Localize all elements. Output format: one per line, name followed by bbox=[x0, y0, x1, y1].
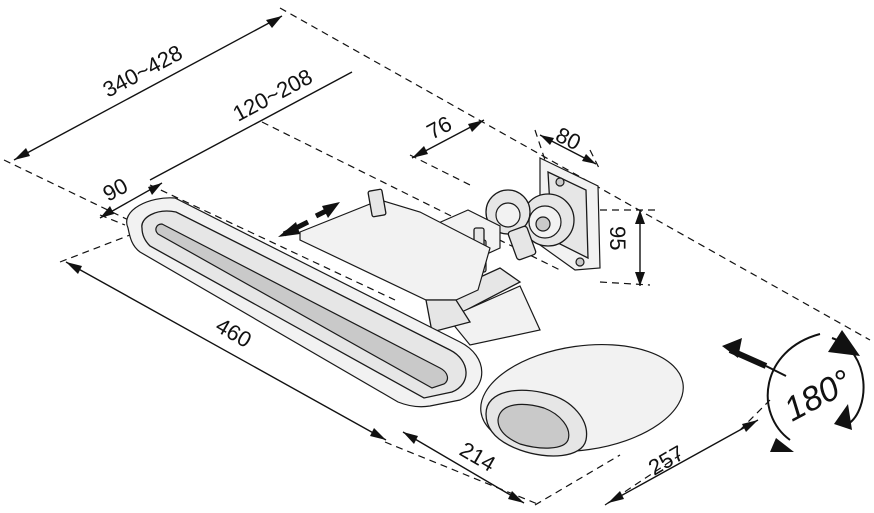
tray-slide-arrows-icon bbox=[278, 202, 340, 237]
dimension-lines bbox=[13, 15, 759, 504]
label-bracket-width: 80 bbox=[552, 122, 585, 155]
label-mouse-pad-depth: 214 bbox=[456, 437, 500, 477]
wrist-rest bbox=[126, 197, 483, 408]
label-slide-range-tray: 120~208 bbox=[229, 64, 317, 127]
rotation-arrow-icon bbox=[722, 330, 865, 452]
keyboard-tray bbox=[299, 188, 491, 333]
label-bracket-height: 95 bbox=[605, 226, 630, 250]
wall-bracket bbox=[485, 157, 601, 271]
extension-lines bbox=[3, 7, 871, 506]
mouse-pad bbox=[480, 343, 684, 457]
label-slide-range-total: 340~428 bbox=[99, 40, 187, 103]
label-wrist-rest-depth: 90 bbox=[99, 173, 132, 207]
label-arm-offset: 76 bbox=[423, 111, 456, 145]
